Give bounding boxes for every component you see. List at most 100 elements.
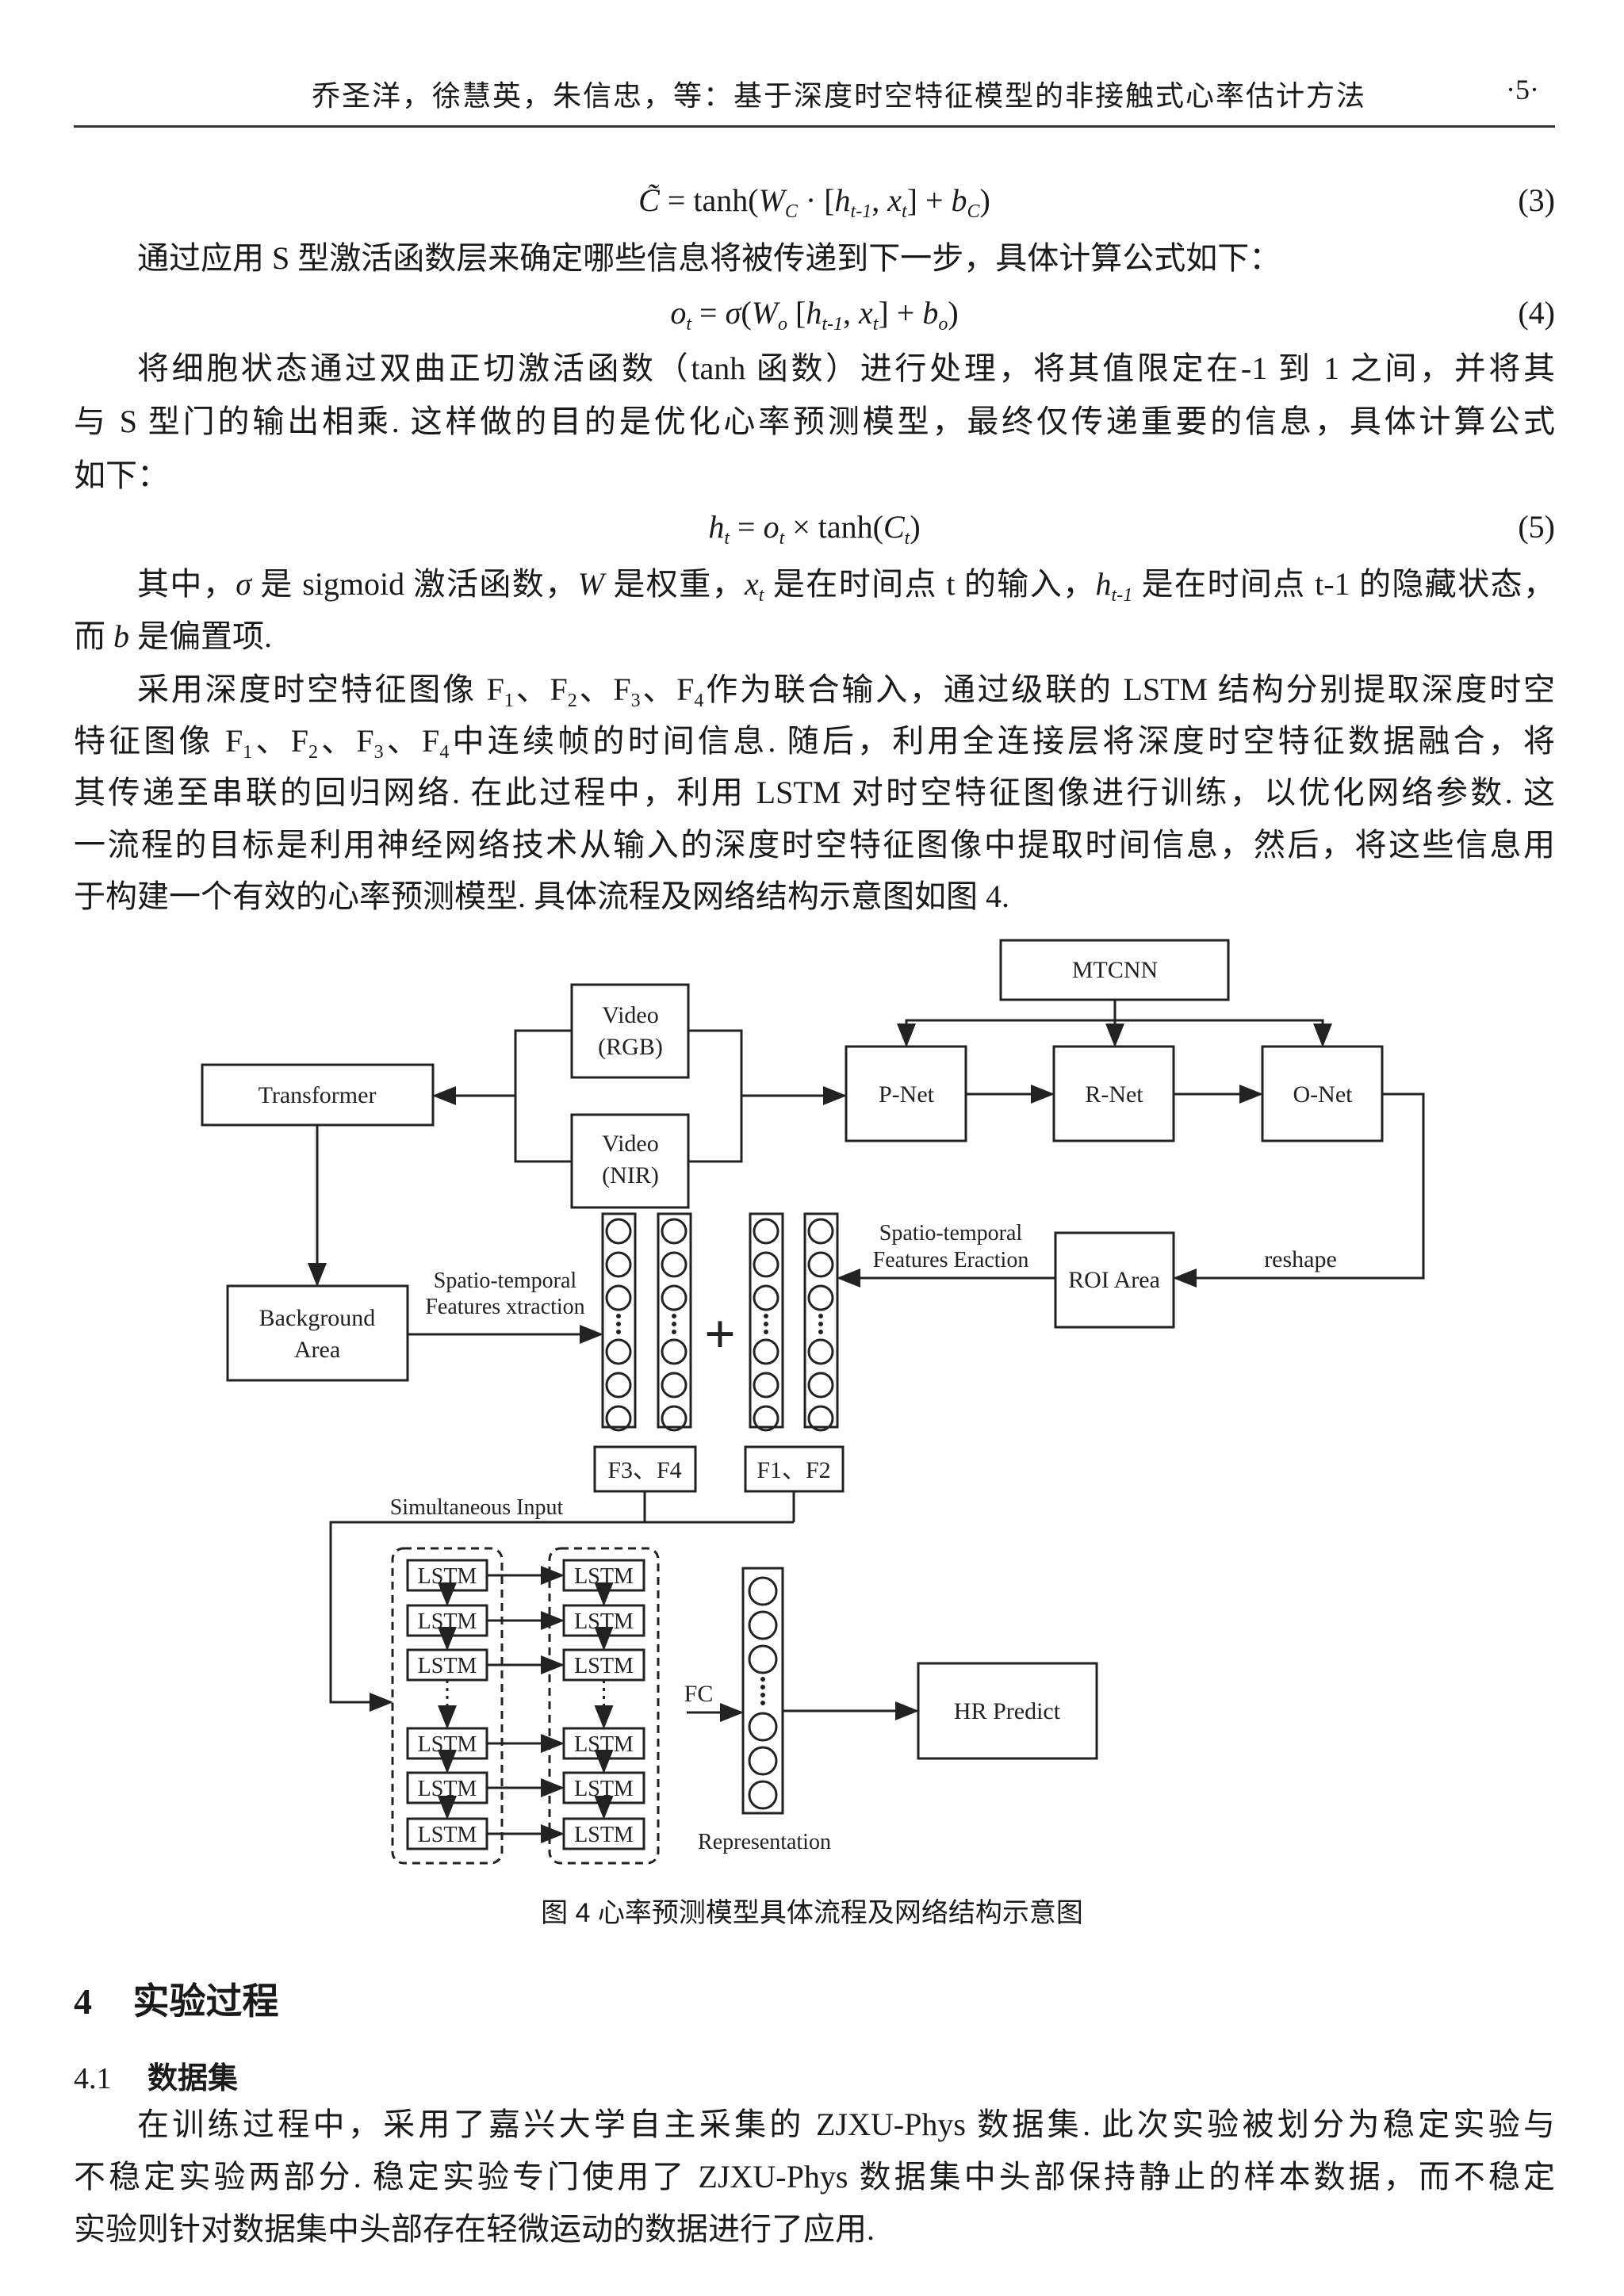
- section-title: 实验过程: [132, 1981, 279, 2022]
- neuron-node: [748, 1746, 778, 1776]
- paragraph-line: 如下：: [74, 452, 1555, 499]
- text-segment: 、F: [317, 723, 374, 759]
- text-segment: h: [1095, 566, 1112, 602]
- text-segment: ): [910, 509, 921, 545]
- paragraph-line: 不稳定实验两部分. 稳定实验专门使用了 ZJXU-Phys 数据集中头部保持静止…: [74, 2153, 1555, 2201]
- neuron-node: [807, 1251, 834, 1278]
- ellipsis-dot: [616, 1330, 621, 1334]
- paragraph-line: 将细胞状态通过双曲正切激活函数（tanh 函数）进行处理，将其值限定在-1 到 …: [137, 345, 1555, 392]
- ellipsis-dot: [616, 1314, 621, 1318]
- text-segment: t: [779, 528, 785, 549]
- ellipsis-dot: [672, 1322, 676, 1326]
- text-segment: = tanh(: [659, 182, 759, 218]
- neuron-node: [753, 1251, 779, 1278]
- paragraph-line: 特征图像 F1、F2、F3、F4中连续帧的时间信息. 随后，利用全连接层将深度时…: [74, 718, 1555, 776]
- text-segment: t: [901, 201, 907, 222]
- text-segment: 、F: [252, 723, 308, 759]
- feat-right-sub: Features Eraction: [873, 1248, 1029, 1272]
- neuron-node: [605, 1251, 632, 1278]
- text-segment: h: [708, 509, 725, 545]
- text-segment: b: [113, 618, 129, 654]
- text-segment: o: [938, 314, 948, 335]
- subsection-title: 数据集: [147, 2062, 239, 2095]
- text-segment: 其中，: [137, 566, 236, 602]
- plus-sign: +: [704, 1304, 736, 1365]
- text-segment: 在训练过程中，采用了嘉兴大学自主采集的 ZJXU-Phys 数据集. 此次实验被…: [137, 2107, 1555, 2142]
- video-nir-box: [570, 1113, 690, 1209]
- paragraph-line: 通过应用 S 型激活函数层来确定哪些信息将被传递到下一步，具体计算公式如下：: [137, 235, 1555, 282]
- text-segment: 采用深度时空特征图像 F: [137, 672, 504, 707]
- text-segment: 1: [243, 742, 253, 763]
- paragraph-line: 采用深度时空特征图像 F1、F2、F3、F4作为联合输入，通过级联的 LSTM …: [137, 666, 1555, 725]
- pnet-label: P-Net: [879, 1081, 935, 1108]
- text-segment: C: [883, 509, 905, 545]
- text-segment: × tanh(: [784, 509, 883, 545]
- text-segment: t: [904, 528, 910, 549]
- representation-column: [741, 1567, 784, 1815]
- ellipsis-dot: [672, 1330, 676, 1334]
- text-segment: t: [758, 585, 764, 606]
- neuron-node: [807, 1338, 834, 1365]
- section-heading: 4 实验过程: [74, 1973, 279, 2025]
- video-nir-label: Video: [602, 1131, 659, 1157]
- ellipsis-dot: [760, 1693, 765, 1697]
- text-segment: t: [686, 314, 692, 335]
- text-segment: ): [948, 295, 959, 331]
- ellipsis-dot: [760, 1701, 765, 1705]
- feature-column: [803, 1212, 839, 1429]
- text-segment: =: [691, 295, 726, 331]
- neuron-node: [748, 1576, 778, 1606]
- background-sub: Area: [294, 1337, 340, 1363]
- text-segment: 2: [567, 691, 577, 711]
- header-title: 乔圣洋，徐慧英，朱信忠，等：基于深度时空特征模型的非接触式心率估计方法: [312, 80, 1367, 112]
- text-segment: x: [887, 182, 902, 218]
- neuron-node: [605, 1338, 632, 1365]
- feature-column: [749, 1212, 784, 1429]
- equation-number: (3): [1518, 182, 1555, 218]
- lstm-label: LSTM: [418, 1564, 477, 1589]
- ellipsis-dot: [760, 1677, 765, 1682]
- subsection-heading: 4.1 数据集: [74, 2053, 238, 2097]
- lstm-label: LSTM: [574, 1609, 634, 1634]
- ellipsis-dot: [764, 1330, 768, 1334]
- paragraph-line: 于构建一个有效的心率预测模型. 具体流程及网络结构示意图如图 4.: [74, 873, 1555, 920]
- lstm-label: LSTM: [418, 1732, 477, 1757]
- neuron-node: [753, 1338, 779, 1365]
- equation-4: ot = σ(Wo [ht-1, xt] + bo)(4): [74, 289, 1555, 348]
- neuron-node: [605, 1405, 632, 1432]
- text-segment: (: [741, 295, 752, 331]
- equation-3: C̃ = tanh(WC · [ht-1, xt] + bC)(3): [74, 177, 1555, 235]
- text-segment: 特征图像 F: [74, 723, 243, 759]
- text-segment: t: [724, 528, 730, 549]
- text-segment: o: [763, 509, 779, 545]
- background-box: [226, 1284, 409, 1382]
- f34-label: F3、F4: [607, 1457, 681, 1483]
- reshape-label: reshape: [1264, 1246, 1337, 1272]
- feat-left-sub: Features xtraction: [425, 1295, 584, 1319]
- text-segment: 4: [439, 742, 450, 763]
- text-segment: t-1: [850, 201, 872, 222]
- neuron-node: [807, 1218, 834, 1245]
- text-segment: C̃: [638, 182, 660, 218]
- neuron-node: [748, 1610, 778, 1640]
- hr-predict-label: HR Predict: [954, 1698, 1061, 1724]
- lstm-label: LSTM: [574, 1823, 634, 1847]
- text-segment: t: [872, 314, 879, 335]
- running-header: 乔圣洋，徐慧英，朱信忠，等：基于深度时空特征模型的非接触式心率估计方法 ·5·: [74, 73, 1555, 121]
- background-label: Background: [259, 1305, 376, 1331]
- roi-label: ROI Area: [1068, 1267, 1160, 1293]
- neuron-node: [753, 1284, 779, 1311]
- lstm-label: LSTM: [574, 1777, 634, 1801]
- text-segment: 作为联合输入，通过级联的 LSTM 结构分别提取深度时空: [703, 672, 1555, 707]
- ellipsis-dot: [818, 1314, 823, 1318]
- neuron-node: [605, 1284, 632, 1311]
- neuron-node: [807, 1405, 834, 1432]
- text-segment: 实验则针对数据集中头部存在轻微运动的数据进行了应用.: [74, 2211, 875, 2247]
- text-segment: W: [758, 182, 785, 218]
- representation-label: Representation: [698, 1830, 831, 1854]
- neuron-node: [748, 1780, 778, 1810]
- lstm-group-2: [548, 1547, 660, 1865]
- neuron-node: [748, 1644, 778, 1674]
- feat-right-label: Spatio-temporal: [879, 1221, 1023, 1246]
- text-segment: 是偏置项.: [129, 618, 272, 654]
